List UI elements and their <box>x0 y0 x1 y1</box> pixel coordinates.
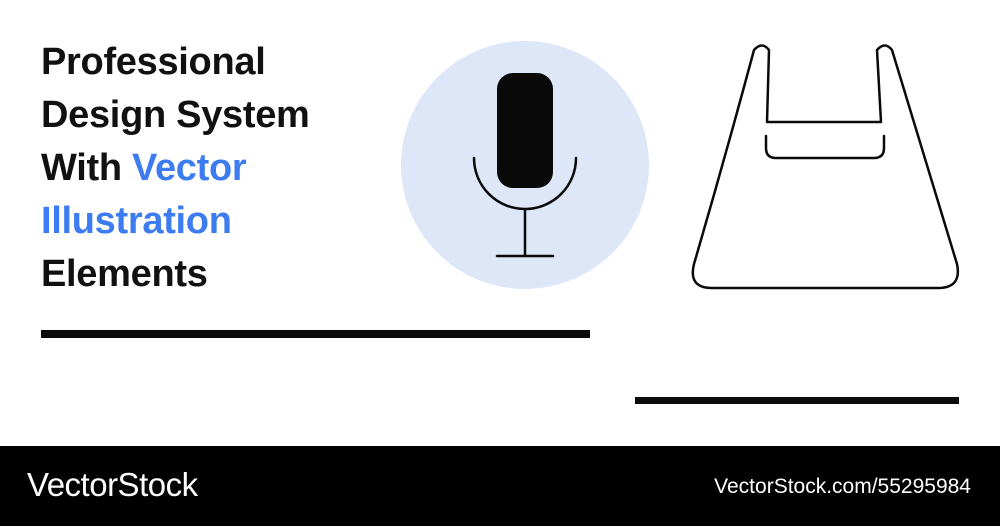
headline: Professional Design System With Vector I… <box>41 36 401 301</box>
plastic-bag-icon <box>691 44 960 290</box>
headline-line-1: Professional <box>41 41 266 83</box>
headline-line-3-accent: Vector <box>132 147 247 189</box>
microphone-icon <box>401 41 649 289</box>
divider-line-left <box>41 330 590 338</box>
bag-illustration <box>685 38 965 294</box>
microphone-illustration <box>400 40 650 290</box>
mic-holder-arc <box>472 156 578 211</box>
headline-line-2: Design System <box>41 94 310 136</box>
footer-bar: VectorStock VectorStock.com/55295984 <box>0 446 1000 526</box>
divider-line-right <box>635 397 959 404</box>
headline-line-5: Elements <box>41 253 208 295</box>
stock-url: VectorStock.com/55295984 <box>714 475 971 498</box>
bag-outline <box>691 44 960 290</box>
brand-logo: VectorStock <box>27 466 198 503</box>
headline-line-3-plain: With <box>41 147 133 189</box>
headline-line-3: With Vector <box>41 142 401 195</box>
mic-capsule <box>497 73 553 188</box>
bag-handle-slot <box>764 134 886 160</box>
headline-line-4-accent: Illustration <box>41 200 232 242</box>
